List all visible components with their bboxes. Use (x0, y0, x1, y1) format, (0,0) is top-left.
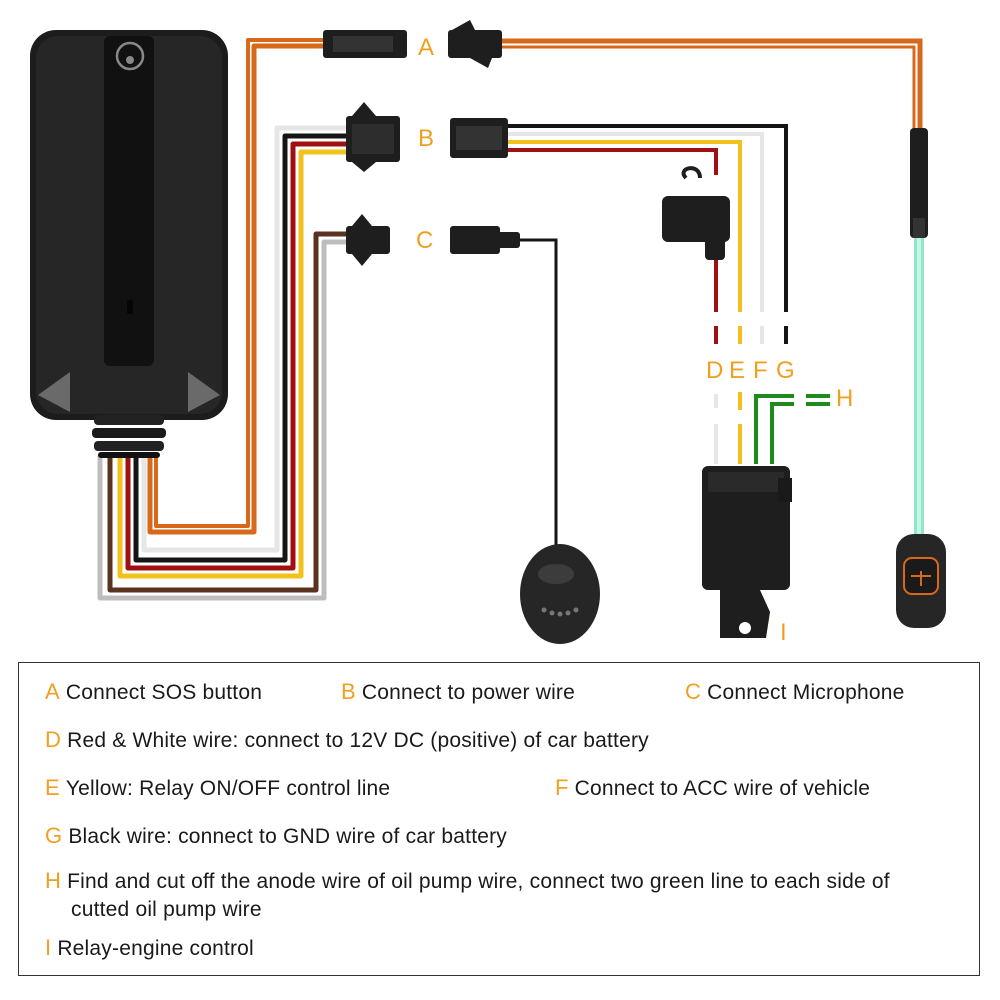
legend-key: F (555, 775, 569, 800)
label-e: E (729, 357, 745, 384)
label-f: F (753, 357, 768, 384)
label-c: C (416, 227, 433, 254)
connector-b-pair (346, 102, 508, 172)
microphone (520, 544, 600, 644)
legend-text: Relay-engine control (57, 937, 254, 960)
gps-tracker-device (30, 30, 228, 458)
label-d: D (706, 357, 723, 384)
legend-key: H (45, 868, 62, 893)
legend-key: I (45, 935, 52, 960)
sos-wire (502, 38, 923, 130)
legend-text: Red & White wire: connect to 12V DC (pos… (67, 729, 649, 752)
legend-text: Connect to ACC wire of vehicle (574, 777, 871, 800)
relay-wires (714, 392, 830, 464)
label-a: A (418, 34, 434, 61)
legend-text: Connect to power wire (361, 681, 576, 704)
legend-key: D (45, 727, 62, 752)
microphone-wire (520, 238, 558, 548)
legend-key: B (341, 679, 356, 704)
legend-text: Connect SOS button (65, 681, 263, 704)
power-wires (508, 124, 788, 312)
legend-text: Black wire: connect to GND wire of car b… (68, 825, 507, 848)
label-h: H (836, 385, 853, 412)
connector-a-pair (323, 20, 502, 68)
relay (702, 466, 792, 638)
legend-key: A (45, 679, 60, 704)
label-i: I (780, 619, 787, 646)
wiring-diagram: A B (30, 20, 946, 646)
label-b: B (418, 125, 434, 152)
device-wire-harness (97, 38, 346, 601)
legend-text: Connect Microphone (707, 681, 905, 704)
legend-key: C (685, 679, 702, 704)
label-g: G (776, 357, 795, 384)
legend-key: E (45, 775, 60, 800)
connector-c-pair (346, 214, 520, 266)
sos-cable (910, 128, 928, 538)
wire-break-top (714, 326, 788, 344)
sos-button (896, 534, 946, 628)
legend-text: Find and cut off the anode wire of oil p… (67, 870, 890, 921)
legend-text: Yellow: Relay ON/OFF control line (65, 777, 391, 800)
fuse-holder (662, 166, 730, 260)
legend-key: G (45, 823, 63, 848)
